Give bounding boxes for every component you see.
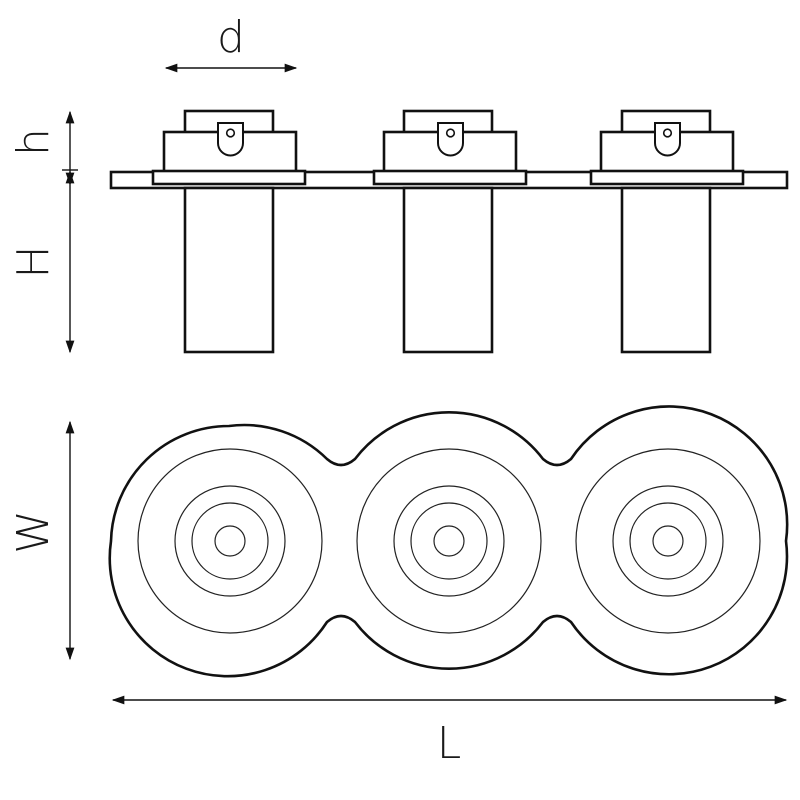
side-view [109,109,789,354]
top-lamp-2 [356,448,542,634]
label-H: H [8,245,59,278]
side-lamp-2 [372,109,528,354]
side-lamp-1 [151,109,307,354]
dimension-L: L [111,695,788,769]
side-lamp-3 [589,109,745,354]
top-lamp-1 [137,448,323,634]
dimension-d: d [164,12,298,73]
dimension-H: H [8,170,75,354]
label-h: h [8,128,59,156]
top-view [108,405,789,678]
top-lamp-3 [575,448,761,634]
label-L: L [437,718,462,769]
housing-outline [108,405,789,678]
dimension-h: h [8,110,78,186]
label-d: d [217,12,245,63]
label-W: W [8,510,59,554]
dimension-W: W [8,420,75,661]
